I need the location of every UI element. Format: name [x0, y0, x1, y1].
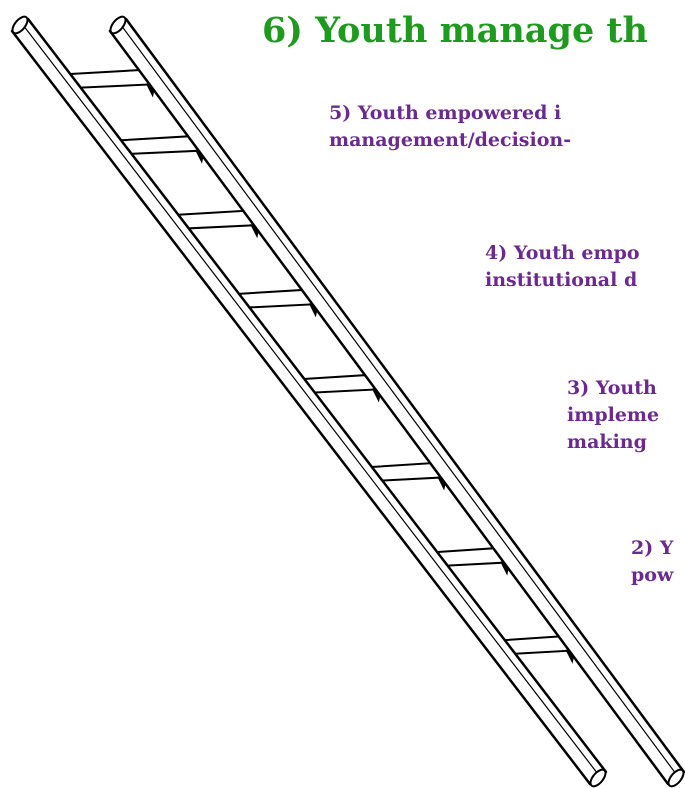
step-5-line-1: 5) Youth empowered i	[329, 102, 562, 124]
ladder-rail-bottom-cap-left	[589, 768, 607, 788]
step-2-line-1: 2) Y	[631, 537, 674, 559]
step-3-line-1: 3) Youth	[567, 377, 657, 399]
page-title: 6) Youth manage th	[262, 10, 649, 51]
ladder-rail-top-cap-left	[11, 15, 29, 35]
step-3-line-2: impleme	[567, 404, 660, 426]
step-2-line-2: pow	[631, 564, 674, 586]
ladder-step-3: 3) Youth impleme making	[567, 375, 659, 456]
ladder-rail-edge-right	[120, 24, 680, 779]
step-5-line-2: management/decision-	[329, 129, 572, 151]
ladder-step-4: 4) Youth empo institutional d	[485, 240, 640, 294]
ladder-rail-bottom-cap-right	[667, 768, 685, 788]
step-3-line-3: making	[567, 431, 647, 453]
step-4-line-1: 4) Youth empo	[485, 242, 640, 264]
ladder-step-2: 2) Y pow	[631, 535, 673, 589]
step-4-line-2: institutional d	[485, 269, 638, 291]
ladder-step-5: 5) Youth empowered i management/decision…	[329, 100, 571, 154]
ladder-rungs	[60, 68, 576, 664]
ladder-rail-edge-left	[22, 24, 602, 779]
ladder-rail-top-cap-right	[109, 15, 127, 35]
ladder-rails	[10, 15, 685, 788]
